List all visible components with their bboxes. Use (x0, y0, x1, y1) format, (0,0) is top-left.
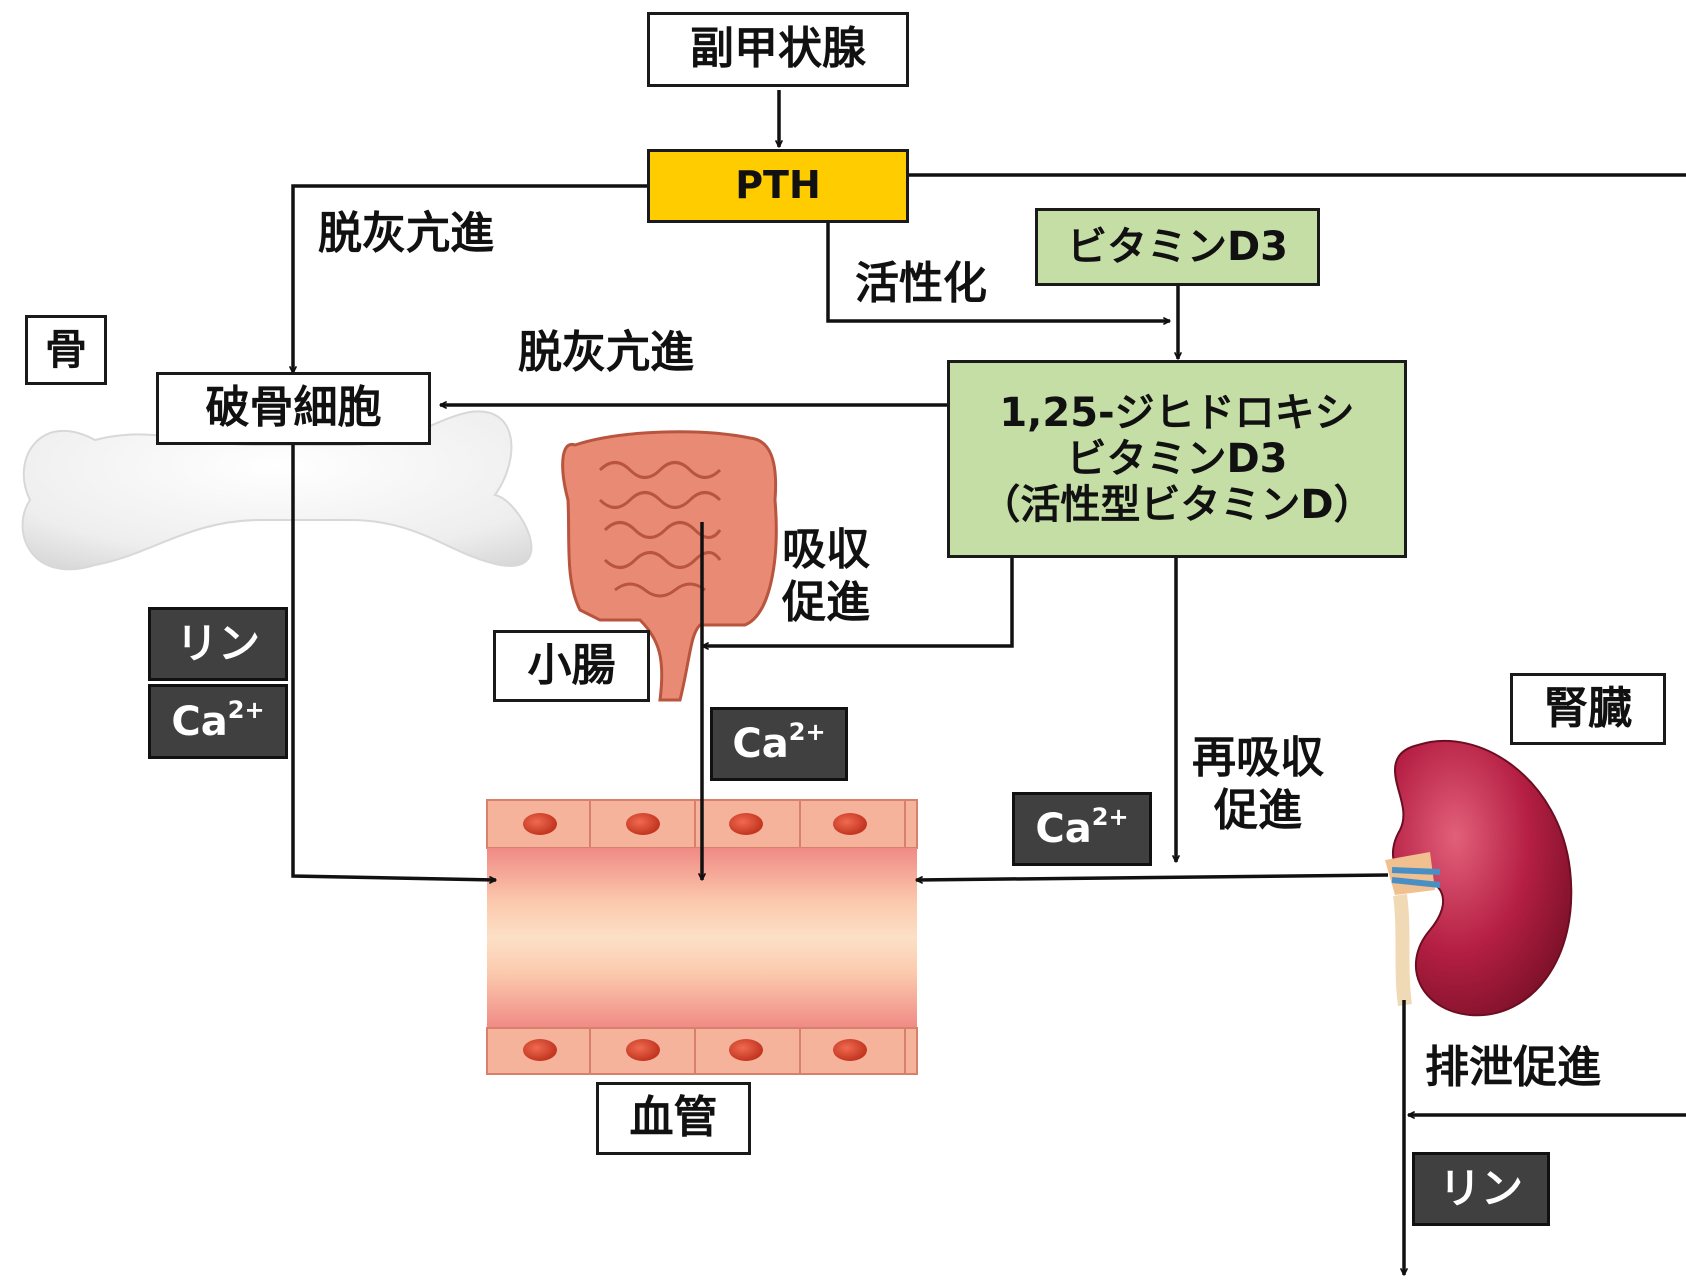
decalcification-label-top: 脱灰亢進 (318, 208, 494, 259)
calcium-box-kidney: Ca2+ (1012, 792, 1152, 866)
pth-label: PTH (735, 163, 821, 208)
absorption-label: 吸収 促進 (782, 524, 870, 630)
calcium-box-bone: Ca2+ (148, 684, 288, 759)
calcium-label: Ca2+ (1035, 803, 1129, 852)
phosphorus-label: リン (175, 618, 260, 668)
small-intestine-illustration (561, 430, 778, 702)
activation-label: 活性化 (855, 258, 987, 309)
reabsorption-line1: 再吸収 (1192, 732, 1324, 783)
parathyroid-box: 副甲状腺 (647, 12, 909, 87)
connector-arrows (293, 90, 1686, 1275)
kidney-box: 腎臓 (1510, 673, 1666, 745)
excretion-label: 排泄促進 (1425, 1042, 1601, 1093)
calcium-label: Ca2+ (171, 695, 265, 745)
absorption-line1: 吸収 (782, 524, 870, 575)
reabsorption-label: 再吸収 促進 (1192, 732, 1324, 838)
blood-vessel-label: 血管 (629, 1092, 718, 1144)
kidney-illustration (1385, 739, 1573, 1017)
arrow-bone-to-vessel (291, 445, 496, 880)
arrow-active-to-intestine (702, 558, 1014, 646)
phosphorus-box-kidney: リン (1412, 1152, 1550, 1226)
parathyroid-label: 副甲状腺 (690, 23, 866, 75)
kidney-label: 腎臓 (1544, 682, 1632, 734)
active-vitd-line1: 1,25-ジヒドロキシ (999, 390, 1355, 436)
small-intestine-label: 小腸 (527, 639, 616, 691)
active-vitd-line2: ビタミンD3 (1066, 436, 1288, 482)
active-vitamin-d-box: 1,25-ジヒドロキシ ビタミンD3 （活性型ビタミンD） (947, 360, 1407, 558)
bone-box: 骨 (25, 315, 107, 385)
phosphorus-label: リン (1438, 1163, 1523, 1213)
osteoclast-label: 破骨細胞 (205, 382, 382, 434)
absorption-line2: 促進 (782, 576, 870, 628)
decalcification-label-mid: 脱灰亢進 (518, 327, 694, 378)
arrow-pth-to-excretion (908, 173, 1686, 1115)
arrow-pth-activation (826, 223, 1170, 321)
pth-box: PTH (647, 149, 909, 223)
active-vitd-line3: （活性型ビタミンD） (980, 482, 1374, 528)
arrow-kidney-to-vessel (916, 873, 1389, 880)
vitamin-d3-label: ビタミンD3 (1066, 224, 1289, 270)
arrow-pth-to-osteoclast (293, 184, 647, 373)
blood-vessel-box: 血管 (596, 1082, 751, 1155)
small-intestine-box: 小腸 (493, 630, 650, 702)
blood-vessel-illustration (486, 799, 918, 1075)
bone-label: 骨 (44, 324, 87, 374)
reabsorption-line2: 促進 (1214, 784, 1302, 836)
calcium-box-intestine: Ca2+ (710, 707, 848, 781)
vitamin-d3-box: ビタミンD3 (1035, 208, 1320, 286)
calcium-label: Ca2+ (732, 718, 826, 767)
phosphorus-box-bone: リン (148, 607, 288, 681)
osteoclast-box: 破骨細胞 (156, 372, 431, 445)
